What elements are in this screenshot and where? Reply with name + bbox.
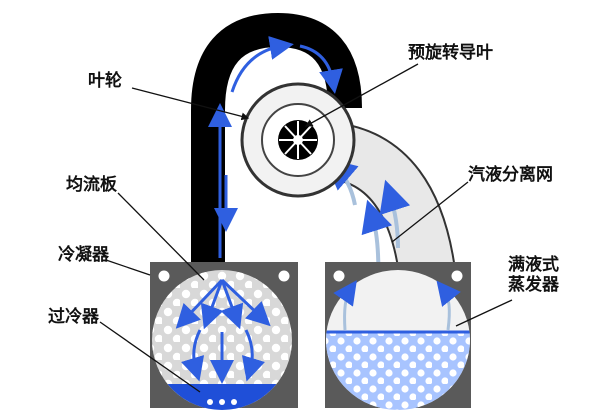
condenser-label: 冷凝器 [58,245,109,265]
arrow-icon [220,279,244,330]
flooded-evaporator-label: 满液式 蒸发器 [508,255,559,295]
prerotation-vane-label: 预旋转导叶 [408,43,493,63]
arrow-icon [230,36,294,93]
condenser [150,262,298,410]
arrow-icon [299,44,343,94]
arrow-icon [175,278,224,329]
separator-net-label: 汽液分离网 [468,165,553,185]
discharge-pipe [191,12,362,270]
impeller-icon [278,120,318,160]
flow-plate-label: 均流板 [66,175,117,195]
arrow-icon [436,280,461,331]
arrow-icon [241,329,265,382]
subcooler-label: 过冷器 [48,307,99,327]
flow-plate-arrows [175,278,271,384]
arrow-icon [200,279,224,330]
arrow-icon [220,278,271,327]
arrow-icon [379,179,411,249]
compressor [240,82,356,198]
arrow-icon [181,329,205,382]
impeller-label: 叶轮 [88,71,122,91]
leader-lines [99,63,513,393]
evaporator [325,262,471,410]
arrow-icon [333,280,357,331]
